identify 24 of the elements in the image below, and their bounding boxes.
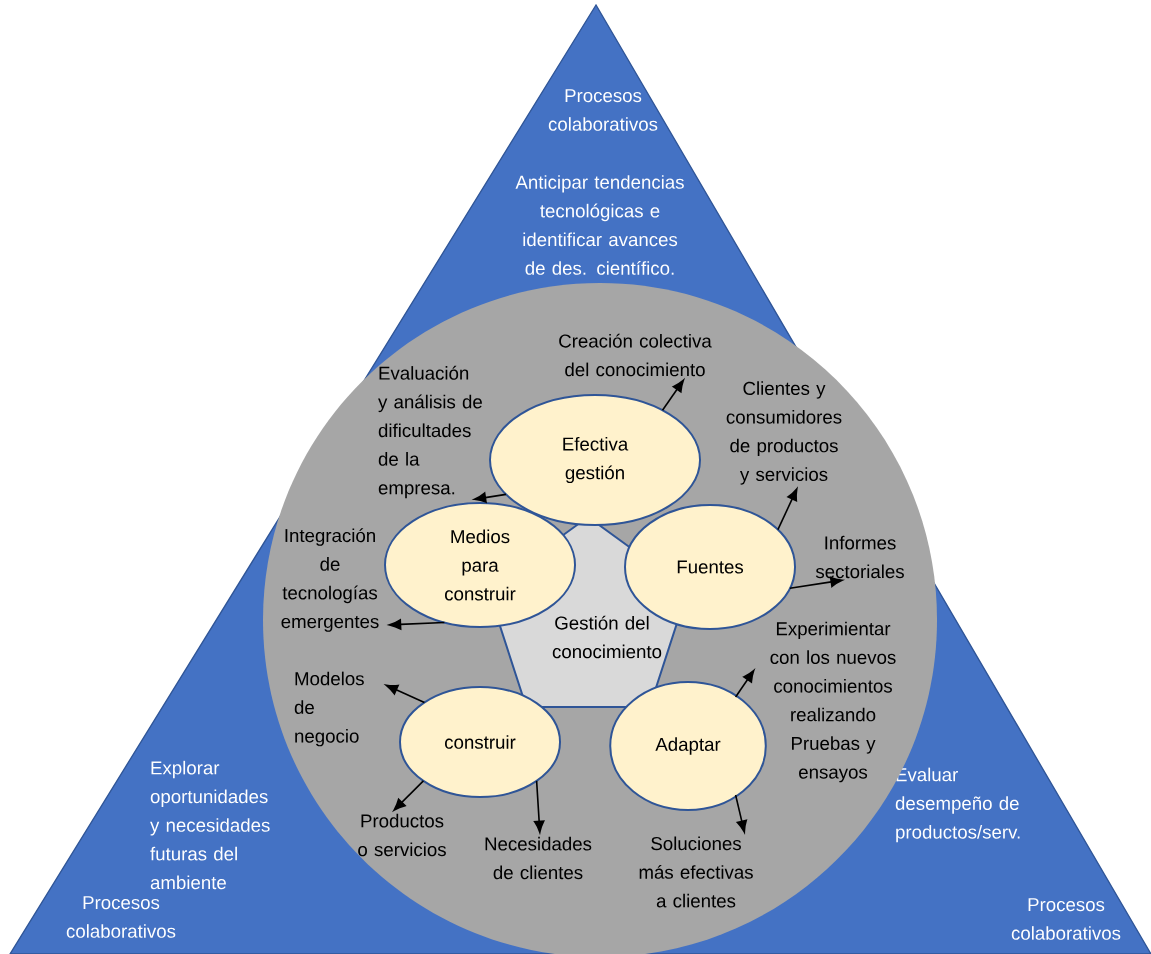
text-label: Evaluación y análisis de dificultades de la empresa. — [378, 365, 482, 499]
arrow — [393, 780, 425, 811]
triangle-text: Explorar oportunidades y necesidades futuras del ambiente — [150, 760, 270, 890]
arrow — [388, 619, 446, 630]
text-label: Modelos de negocio — [294, 671, 364, 747]
triangle-text: Procesos colaborativos — [548, 89, 658, 131]
text-label: Integración de tecnologías emergentes — [281, 528, 379, 632]
arrow — [385, 684, 426, 704]
arrow — [777, 488, 798, 531]
triangle-text: Procesos colaborativos — [66, 896, 176, 938]
text-label: Productos o servicios — [358, 813, 446, 857]
arrow — [473, 492, 507, 503]
triangle-text: Procesos colaborativos — [1011, 898, 1121, 940]
arrow — [734, 794, 748, 833]
arrow — [734, 669, 755, 698]
triangle-text: Anticipar tendencias tecnológicas e identificar avances de des. científico. — [515, 175, 684, 275]
text-label: Informes sectoriales — [815, 535, 904, 579]
text-label: Soluciones más efectivas a clientes — [639, 836, 753, 908]
arrow — [533, 780, 545, 833]
arrow — [789, 576, 843, 589]
text-label: Creación colectiva del conocimiento — [559, 333, 712, 377]
text-label: Clientes y consumidores de productos y servicios — [726, 381, 842, 485]
text-label: Necesidades de clientes — [485, 836, 592, 880]
arrow — [661, 379, 685, 411]
